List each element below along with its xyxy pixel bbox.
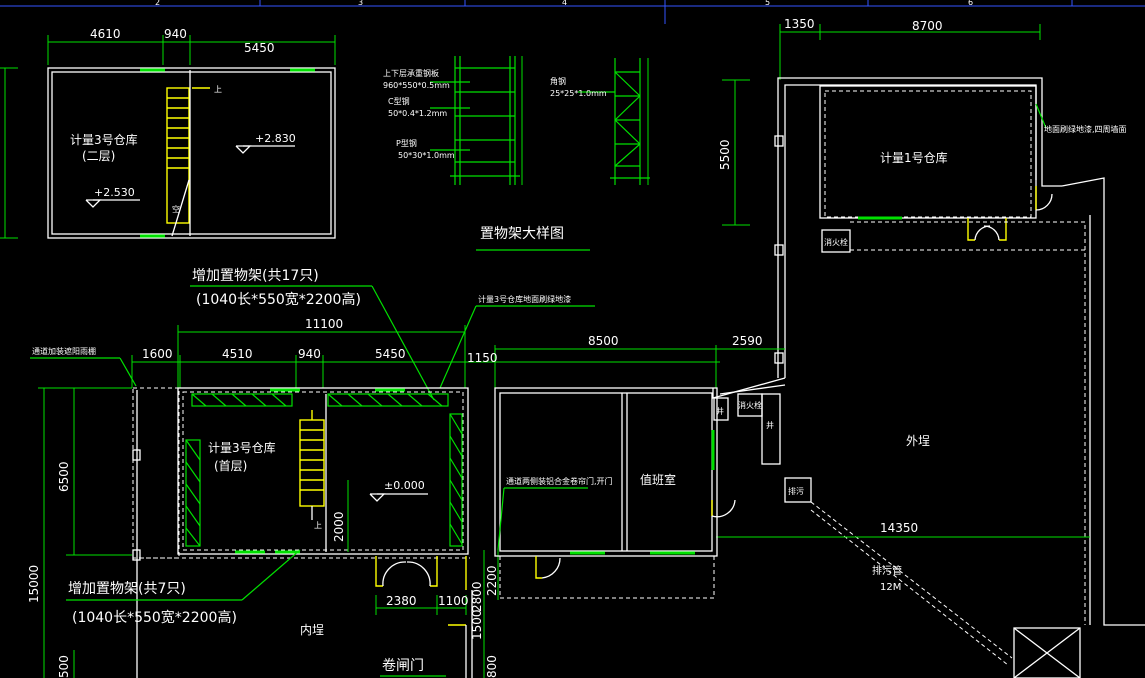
walkway-note: 通道加装遮阳雨棚 (32, 346, 96, 356)
up-mark-ground: 上 (314, 521, 322, 530)
dim-500: 500 (57, 655, 71, 678)
fire-hydrant-2: 消火栓 (738, 400, 762, 410)
dim-5450: 5450 (244, 41, 275, 55)
add-shelf-7: 增加置物架(共7只) (68, 581, 186, 597)
dim-1100: 1100 (438, 594, 469, 608)
drain-pipe-label: 排污管 (872, 564, 902, 577)
dim-14350: 14350 (880, 521, 918, 535)
shelf-note-1: 上下层承重钢板 (383, 68, 439, 78)
warehouse3-upper-label: 计量3号仓库 (70, 132, 138, 147)
shelves-right-column (449, 413, 463, 547)
corridor-note: 通道两侧装铝合金卷帘门,开门 (506, 476, 613, 486)
elev-2830: +2.830 (255, 132, 296, 145)
shelf-note-4: 角钢 (550, 76, 566, 86)
dim-2380: 2380 (386, 594, 417, 608)
dim-6500: 6500 (57, 461, 71, 492)
drain-label: 排污 (788, 486, 804, 496)
warehouse3-ground-sub: (首层) (214, 459, 247, 473)
dim-1150: 1150 (467, 351, 498, 365)
add-shelf-17: 增加置物架(共17只) (192, 268, 319, 284)
dim-4510: 4510 (222, 347, 253, 361)
dim-940-mid: 940 (298, 347, 321, 361)
duty-room-block[interactable]: 值班室 通道两侧装铝合金卷帘门,开门 井 消火栓 井 (494, 377, 786, 599)
shelf-side-view (610, 58, 650, 185)
dim-4610: 4610 (90, 27, 121, 41)
dim-1600: 1600 (142, 347, 173, 361)
shelf-note-2: C型钢 (388, 96, 410, 106)
well-label-2: 井 (766, 420, 774, 430)
fire-hydrant-1: 消火栓 (824, 237, 848, 247)
dim-5450-mid: 5450 (375, 347, 406, 361)
elev-0: ±0.000 (384, 479, 425, 492)
dim-8700: 8700 (912, 19, 943, 33)
shelf-note-4b: 25*25*1.0mm (550, 89, 607, 98)
elev-2530: +2.530 (94, 186, 135, 199)
shelf-note-3b: 50*30*1.0mm (398, 151, 455, 160)
dim-8500: 8500 (588, 334, 619, 348)
shelf-detail[interactable]: 上下层承重钢板 960*550*0.5mm C型钢 50*0.4*1.2mm P… (383, 56, 650, 251)
dim-940: 940 (164, 27, 187, 41)
dim-2590: 2590 (732, 334, 763, 348)
grid-label-5: 5 (765, 0, 770, 7)
shelf-detail-title: 置物架大样图 (480, 226, 564, 242)
grid-label-3: 3 (358, 0, 363, 7)
grid-label-2: 2 (155, 0, 160, 7)
ground-stairs (299, 394, 327, 552)
shelf-note-1b: 960*550*0.5mm (383, 81, 450, 90)
roller-door-label: 卷闸门 (382, 658, 424, 674)
dim-15000: 15000 (27, 565, 41, 603)
drain-pipe-length: 12M (880, 582, 901, 593)
warehouse3-ground-plan[interactable]: 上 计量3号仓库 (首层) ±0.000 2000 增加置物架(共7只) (10… (66, 387, 499, 678)
shelf-note-3: P型钢 (396, 138, 417, 148)
grid-ruler: 2 3 4 5 6 (0, 0, 1145, 24)
add-shelf-7-spec: (1040长*550宽*2200高) (72, 609, 237, 626)
shelves-left-column (185, 439, 201, 547)
void-mark: 空 (172, 204, 180, 214)
dim-800: 800 (485, 655, 499, 678)
add-shelf-17-spec: (1040长*550宽*2200高) (196, 291, 361, 308)
warehouse1-note: 地面刷绿地漆,四周墙面 (1044, 124, 1127, 134)
warehouse1-label: 计量1号仓库 (880, 150, 948, 165)
dim-2200: 2200 (485, 565, 499, 596)
well-label-1: 井 (716, 406, 724, 416)
up-mark-upper: 上 (214, 85, 222, 94)
warehouse3-ground-label: 计量3号仓库 (208, 440, 276, 455)
dim-11100: 11100 (305, 317, 343, 331)
warehouse3-floor-note: 计量3号仓库地面刷绿地漆 (478, 294, 571, 304)
upper-stairs (166, 70, 210, 237)
warehouse3-upper-sub: (二层) (82, 149, 115, 163)
warehouse3-upper-plan[interactable]: 4610 940 5450 上 空 计量3号仓库 (二层) (0, 27, 336, 239)
shelf-note-2b: 50*0.4*1.2mm (388, 109, 447, 118)
dim-1350: 1350 (784, 17, 815, 31)
warehouse1-and-yard[interactable]: 1350 8700 5500 计量1号仓库 地面刷绿地漆,四周墙面 消火栓 外埕 (716, 17, 1145, 678)
grid-label-4: 4 (562, 0, 567, 7)
dim-1500: 1500 (470, 609, 484, 640)
shelf-front-view (450, 56, 523, 185)
inner-yard-label: 内埕 (300, 623, 324, 637)
dim-2000: 2000 (332, 511, 346, 542)
shelves-top-row (191, 393, 449, 407)
dim-5500: 5500 (718, 139, 732, 170)
dim-2800: 2800 (470, 581, 484, 612)
duty-room-label: 值班室 (640, 472, 676, 487)
grid-label-6: 6 (968, 0, 973, 7)
middle-annotations: 增加置物架(共17只) (1040长*550宽*2200高) 计量3号仓库地面刷… (27, 268, 785, 678)
outer-yard-label: 外埕 (906, 434, 930, 448)
